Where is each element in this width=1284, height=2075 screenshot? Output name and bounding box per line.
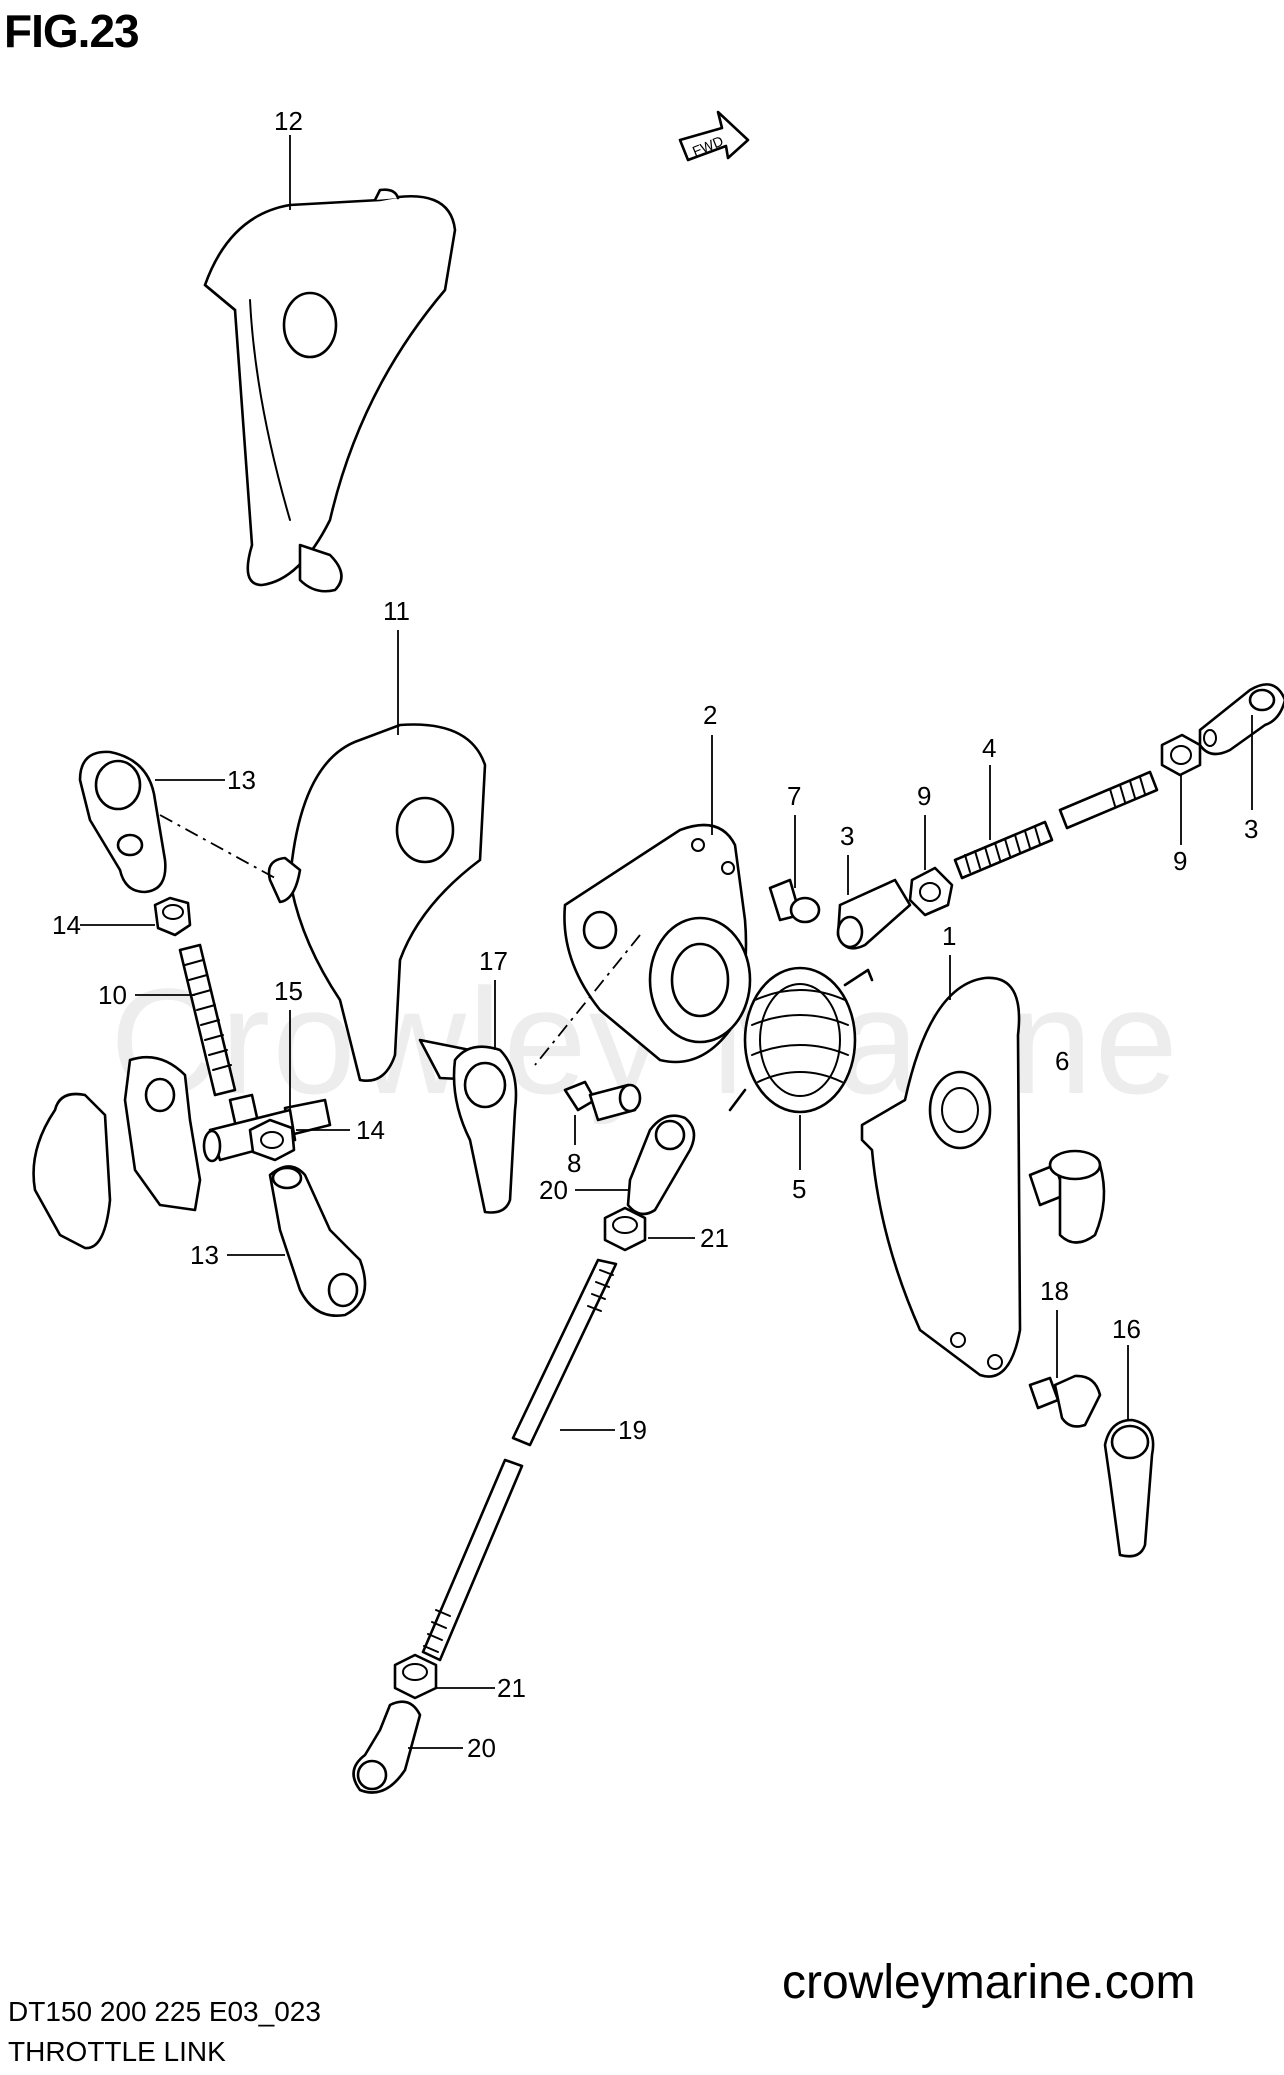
callout-13-lower: 13 (190, 1240, 219, 1270)
part-12-upper-lever (203, 188, 457, 593)
part-1-throttle-lever (860, 976, 1022, 1378)
part-2-bracket (563, 823, 752, 1064)
part-11-main-lever (267, 723, 487, 1082)
callout-7: 7 (787, 781, 801, 811)
callout-15: 15 (274, 976, 303, 1006)
section-title: THROTTLE LINK (8, 2036, 226, 2067)
callout-9-inner: 9 (917, 781, 931, 811)
part-16-ball-joint (1103, 1418, 1155, 1558)
part-5-spring (728, 966, 874, 1114)
part-20-ball-joint-upper (626, 1114, 696, 1216)
callout-16: 16 (1112, 1314, 1141, 1344)
callout-11: 11 (383, 596, 410, 626)
leader-lines (80, 135, 1253, 1749)
callout-3-outer: 3 (1244, 814, 1258, 844)
callout-2: 2 (703, 700, 717, 730)
callout-14-upper: 14 (52, 910, 81, 940)
part-8-stud (563, 1080, 642, 1122)
part-14-nut-upper (153, 896, 192, 937)
part-20-ball-joint-lower (352, 1700, 422, 1794)
callout-5: 5 (792, 1174, 806, 1204)
part-19-long-rod (421, 1258, 618, 1662)
callout-18: 18 (1040, 1276, 1069, 1306)
callout-14-lower: 14 (356, 1115, 385, 1145)
part-7-stud (768, 878, 821, 924)
figure-title: FIG.23 (4, 5, 140, 57)
part-13-ball-joint-lower (268, 1165, 367, 1318)
part-21-nut-upper (603, 1206, 647, 1252)
callout-19: 19 (618, 1415, 647, 1445)
callout-17: 17 (479, 946, 508, 976)
part-4-throttle-rod (953, 770, 1159, 880)
callout-21-lower: 21 (497, 1673, 526, 1703)
part-9-nut-outer (1160, 733, 1202, 777)
website-credit: crowleymarine.com (782, 1956, 1196, 2009)
part-6-bolt (1028, 1149, 1106, 1244)
left-bracket-pieces (32, 1055, 202, 1250)
part-3-rod-end-inner (836, 878, 912, 950)
callout-6: 6 (1055, 1046, 1069, 1076)
callout-10: 10 (98, 980, 127, 1010)
part-14-nut-lower (248, 1118, 296, 1162)
callout-12: 12 (274, 106, 303, 136)
callout-20-upper: 20 (539, 1175, 568, 1205)
assembly-line-13-to-11 (159, 814, 276, 879)
callout-21-upper: 21 (700, 1223, 729, 1253)
callout-1: 1 (942, 921, 956, 951)
part-3-rod-end-outer (1198, 683, 1284, 756)
model-code: DT150 200 225 E03_023 (8, 1996, 321, 2027)
part-13-ball-joint-upper (78, 750, 167, 894)
callout-4: 4 (982, 733, 996, 763)
part-21-nut-lower (393, 1653, 438, 1700)
callout-20-lower: 20 (467, 1733, 496, 1763)
callout-8: 8 (567, 1148, 581, 1178)
part-10-adjust-screw (178, 943, 264, 1147)
part-9-nut-inner (908, 866, 954, 917)
callout-3-inner: 3 (840, 821, 854, 851)
fwd-arrow-icon: FWD (678, 110, 750, 162)
callout-9-outer: 9 (1173, 846, 1187, 876)
part-18-stud (1028, 1374, 1102, 1428)
callout-13-upper: 13 (227, 765, 256, 795)
part-17-link-end (452, 1045, 518, 1214)
